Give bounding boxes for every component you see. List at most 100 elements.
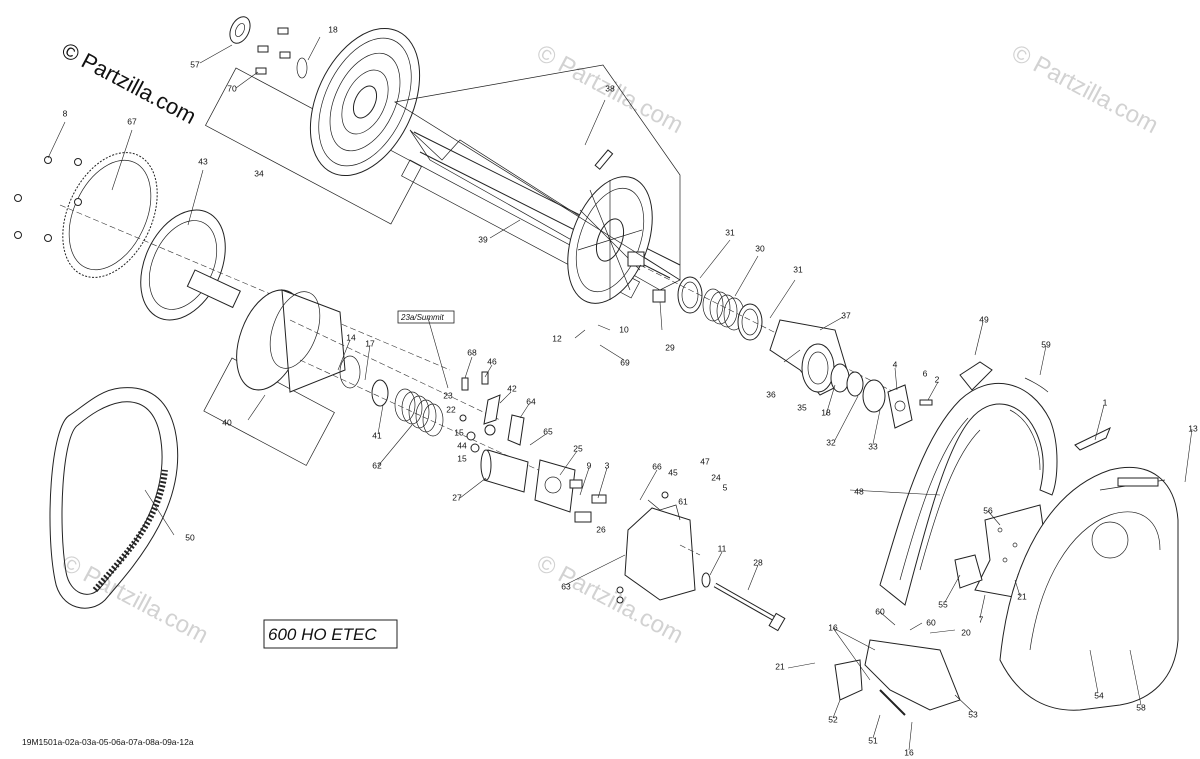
callout: 22: [446, 404, 456, 414]
callout: 55: [938, 599, 948, 609]
callouts: 1 2 3 4 5 6 7 8 9 10 11 12 13 14 15 15 1…: [63, 24, 1198, 757]
roller-spider: [480, 449, 607, 523]
callout: 15: [454, 427, 464, 437]
callout: 40: [222, 417, 232, 427]
callout: 24: [711, 472, 721, 482]
callout: 47: [700, 456, 710, 466]
bolts: [14, 156, 82, 242]
callout: 31: [725, 227, 735, 237]
callout: 62: [372, 460, 382, 470]
callout: 61: [678, 496, 688, 506]
callout: 16: [904, 747, 914, 757]
callout: 12: [552, 333, 562, 343]
callout: 45: [668, 467, 678, 477]
drive-pulley-housing: [203, 289, 389, 466]
drive-sheave: [616, 491, 696, 604]
callout: 8: [63, 108, 68, 118]
model-label-box: 600 HO ETEC: [263, 619, 398, 649]
callout: 25: [573, 443, 583, 453]
callout: 18: [328, 24, 338, 34]
cam: [769, 319, 933, 429]
ring-gear: [62, 152, 241, 321]
belt-guard: [879, 361, 1058, 606]
callout: 35: [797, 402, 807, 412]
callout: 59: [1041, 339, 1051, 349]
callout: 9: [587, 460, 592, 470]
copyright-text: © Partzilla.com: [58, 37, 201, 129]
callout: 31: [793, 264, 803, 274]
callout: 66: [652, 461, 662, 471]
callout: 21: [1017, 591, 1027, 601]
callout: 68: [467, 347, 477, 357]
callout: 60: [875, 606, 885, 616]
callout: 67: [127, 116, 137, 126]
callout: 5: [723, 482, 728, 492]
callout: 53: [968, 709, 978, 719]
callout: 29: [665, 342, 675, 352]
callout: 15: [457, 453, 467, 463]
callout: 1: [1103, 397, 1108, 407]
callout: 4: [893, 359, 898, 369]
callout: 63: [561, 581, 571, 591]
spring: [394, 388, 444, 437]
callout: 11: [718, 543, 727, 553]
spring-washers: [652, 276, 763, 341]
reference-code: 19M1501a-02a-03a-05-06a-07a-08a-09a-12a: [22, 737, 194, 747]
callout: 42: [507, 383, 517, 393]
callout: 46: [487, 356, 497, 366]
long-bolt: [701, 572, 786, 632]
callout: 20: [961, 627, 971, 637]
callout: 70: [227, 83, 237, 93]
callout: 64: [526, 396, 536, 406]
drive-belt: [49, 387, 179, 609]
variant-note: 23a/Summit: [397, 310, 455, 324]
callout: 2: [935, 374, 940, 384]
callout: 16: [828, 622, 838, 632]
callout: 7: [979, 614, 984, 624]
callout: 3: [605, 460, 610, 470]
callout: 44: [457, 440, 467, 450]
callout: 51: [868, 735, 878, 745]
callout: 37: [841, 310, 851, 320]
callout: 17: [365, 338, 375, 348]
callout: 50: [185, 532, 195, 542]
callout: 33: [868, 441, 878, 451]
callout: 34: [254, 168, 264, 178]
callout: 58: [1136, 702, 1146, 712]
watermark: © Partzilla.com: [1007, 39, 1162, 139]
callout: 28: [753, 557, 763, 567]
callout: 54: [1094, 690, 1104, 700]
callout: 41: [372, 430, 382, 440]
pulley-cover: [999, 466, 1179, 711]
variant-note-text: 23a/Summit: [400, 313, 444, 322]
callout: 10: [619, 324, 629, 334]
callout: 57: [190, 59, 200, 69]
callout: 6: [923, 368, 928, 378]
callout: 43: [198, 156, 208, 166]
leader-lines: [47, 36, 1193, 751]
model-label: 600 HO ETEC: [268, 625, 377, 644]
callout: 18: [821, 407, 831, 417]
callout: 30: [755, 243, 765, 253]
callout: 27: [452, 492, 462, 502]
callout: 52: [828, 714, 838, 724]
driven-pulley-group: [205, 16, 422, 225]
callout: 14: [346, 332, 356, 342]
callout: 56: [983, 505, 993, 515]
callout: 36: [766, 389, 776, 399]
callout: 69: [620, 357, 630, 367]
callout: 26: [596, 524, 606, 534]
callout: 65: [543, 426, 553, 436]
lower-plate: [834, 639, 961, 716]
callout: 39: [478, 234, 488, 244]
callout: 48: [854, 486, 864, 496]
callout: 60: [926, 617, 936, 627]
callout: 38: [605, 83, 615, 93]
callout: 49: [979, 314, 989, 324]
levers: [459, 371, 525, 453]
spoked-pulley: [567, 149, 653, 304]
callout: 13: [1188, 423, 1198, 433]
callout: 32: [826, 437, 836, 447]
callout: 21: [775, 661, 785, 671]
